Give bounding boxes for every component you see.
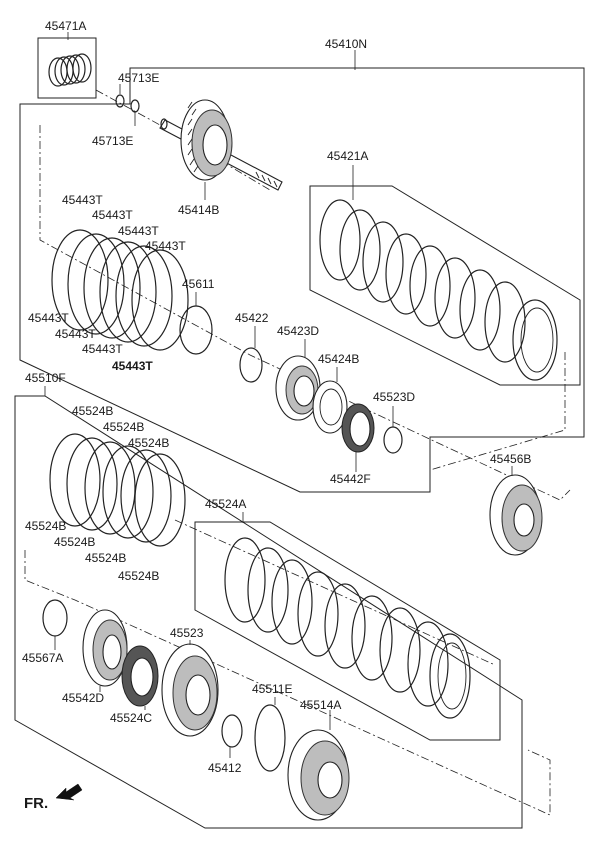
snap-ring-45523d bbox=[383, 426, 403, 454]
label-45511e: 45511E bbox=[252, 682, 292, 696]
return-spring-45424b bbox=[312, 380, 348, 434]
shaft-45414b bbox=[159, 99, 283, 191]
ring-stack-45443t bbox=[51, 229, 189, 351]
axis-line-upper bbox=[39, 125, 571, 501]
spring-45471a bbox=[48, 53, 92, 87]
label-45524b-5: 45524B bbox=[54, 535, 95, 549]
front-arrow-icon bbox=[55, 783, 83, 801]
label-45422: 45422 bbox=[235, 311, 269, 325]
group-frame-45421a bbox=[309, 185, 581, 386]
label-45421a: 45421A bbox=[327, 149, 368, 163]
spring-pack-45524c bbox=[121, 645, 159, 707]
label-45456b: 45456B bbox=[490, 452, 531, 466]
label-45523d: 45523D bbox=[373, 390, 415, 404]
label-45443t-5: 45443T bbox=[28, 311, 69, 325]
axis-line-mid bbox=[174, 519, 496, 666]
front-direction-label: FR. bbox=[24, 795, 48, 812]
piston-45423d bbox=[275, 355, 321, 421]
o-ring-45511e bbox=[254, 704, 286, 772]
label-45443t-7: 45443T bbox=[82, 342, 123, 356]
label-45567a: 45567A bbox=[22, 651, 63, 665]
snap-ring-45422 bbox=[239, 347, 263, 383]
ring-stack-45524b bbox=[49, 433, 186, 547]
label-45524b-6: 45524B bbox=[85, 551, 126, 565]
label-45442f: 45442F bbox=[330, 472, 371, 486]
label-45412: 45412 bbox=[208, 761, 242, 775]
label-45713e-bottom: 45713E bbox=[92, 134, 133, 148]
hub-45456b bbox=[489, 474, 543, 556]
label-45471a: 45471A bbox=[45, 19, 86, 33]
label-45443t-8: 45443T bbox=[112, 359, 153, 373]
label-45424b: 45424B bbox=[318, 352, 359, 366]
clutch-pack-45524a bbox=[224, 537, 471, 719]
snap-ring-45567a bbox=[42, 599, 68, 637]
label-45414b: 45414B bbox=[178, 203, 219, 217]
axis-line-clutch-right bbox=[429, 352, 566, 471]
seal-45442f bbox=[341, 403, 375, 453]
label-45423d: 45423D bbox=[277, 324, 319, 338]
group-frame-45410n bbox=[19, 67, 585, 493]
label-45524b-3: 45524B bbox=[128, 436, 169, 450]
label-45523: 45523 bbox=[170, 626, 204, 640]
clutch-pack-45421a bbox=[319, 199, 558, 381]
piston-45542d bbox=[82, 609, 128, 687]
label-45713e-top: 45713E bbox=[118, 71, 159, 85]
retainer-45523 bbox=[161, 643, 219, 737]
group-frame-45471a bbox=[37, 37, 97, 99]
group-frame-45510f bbox=[14, 395, 523, 829]
label-45524b-4: 45524B bbox=[25, 519, 66, 533]
label-45524c: 45524C bbox=[110, 711, 152, 725]
group-frame-45524a bbox=[194, 521, 501, 741]
label-45510f: 45510F bbox=[25, 371, 66, 385]
label-45443t-2: 45443T bbox=[92, 208, 133, 222]
label-45524b-1: 45524B bbox=[72, 404, 113, 418]
label-45542d: 45542D bbox=[62, 691, 104, 705]
label-45443t-6: 45443T bbox=[55, 327, 96, 341]
label-45410n: 45410N bbox=[325, 37, 367, 51]
label-45524a: 45524A bbox=[205, 497, 246, 511]
label-45524b-7: 45524B bbox=[118, 569, 159, 583]
label-45514a: 45514A bbox=[300, 698, 341, 712]
leader-lines bbox=[44, 32, 513, 758]
label-45443t-3: 45443T bbox=[118, 224, 159, 238]
label-45443t-4: 45443T bbox=[145, 239, 186, 253]
label-45611: 45611 bbox=[182, 277, 215, 291]
label-45524b-2: 45524B bbox=[103, 420, 144, 434]
drum-45514a bbox=[287, 729, 350, 821]
snap-ring-45412 bbox=[221, 714, 243, 748]
o-ring-45611 bbox=[179, 305, 213, 355]
label-45443t-1: 45443T bbox=[62, 193, 103, 207]
